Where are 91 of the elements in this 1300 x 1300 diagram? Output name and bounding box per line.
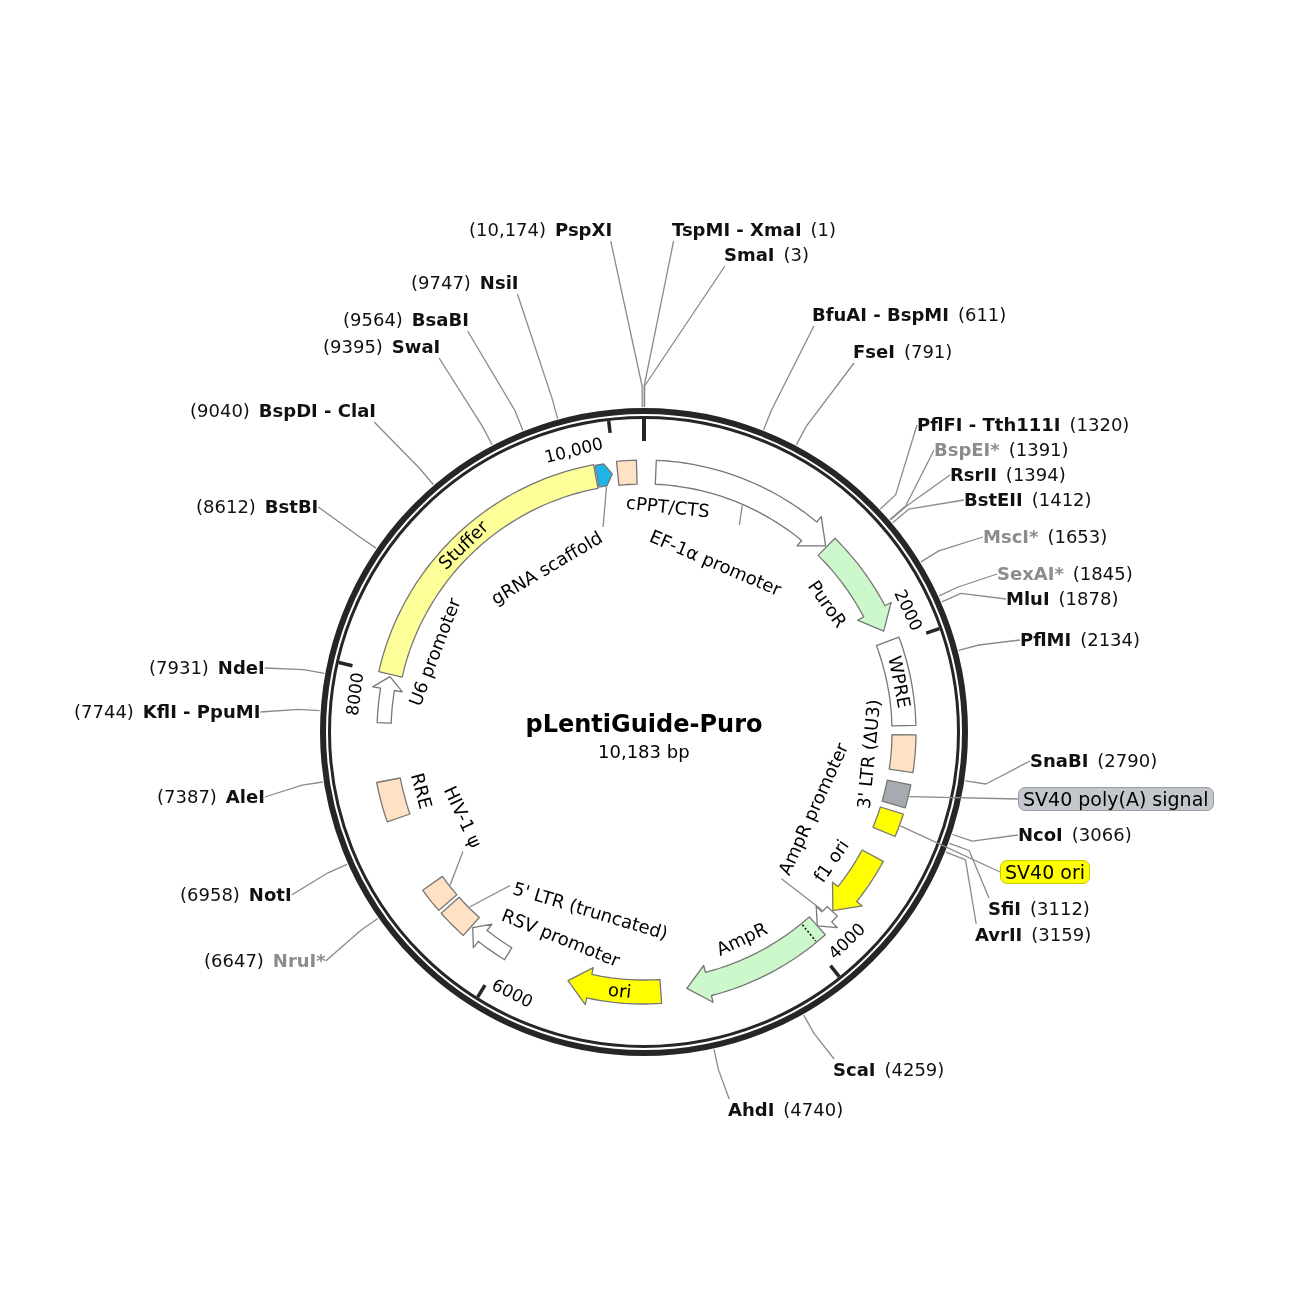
leader-line [466, 330, 524, 432]
restriction-site-label: (10,174) PspXI [469, 219, 613, 241]
restriction-site-label: (7931) NdeI [149, 657, 265, 679]
restriction-site-label: BspEI* (1391) [934, 439, 1069, 461]
feature-block [887, 733, 918, 775]
leader-line [264, 781, 324, 798]
leader-line [892, 499, 965, 524]
leader-line [468, 884, 511, 908]
leader-line [945, 851, 977, 925]
restriction-site-label: TspMI - XmaI (1) [672, 219, 837, 241]
directional-feature [593, 462, 614, 489]
leader-line [290, 863, 348, 896]
restriction-site-label: MscI* (1653) [983, 526, 1108, 548]
restriction-site-label: BfuAI - BspMI (611) [812, 304, 1007, 326]
leader-line [879, 424, 918, 510]
restriction-site-label: (6647) NruI* [204, 950, 326, 972]
feature-block [421, 874, 459, 912]
directional-feature [566, 966, 664, 1007]
leader-line [643, 265, 726, 408]
feature-label: f1 ori [808, 835, 854, 887]
scale-label: 6000 [489, 974, 537, 1012]
feature-label: ori [606, 978, 632, 1003]
leader-line [762, 325, 815, 431]
restriction-site-label: (7744) KflI - PpuMI [74, 701, 261, 723]
restriction-site-label: (6958) NotI [180, 884, 292, 906]
leader-line [957, 639, 1021, 651]
restriction-site-label: SnaBI (2790) [1030, 750, 1158, 772]
leader-line [325, 917, 379, 962]
scale-label: 2000 [890, 586, 927, 634]
restriction-site-label: BstEII (1412) [964, 489, 1092, 511]
leader-line [438, 357, 493, 446]
leader-line [803, 1014, 835, 1060]
restriction-site-label: SmaI (3) [724, 244, 810, 266]
leader-line [889, 474, 951, 521]
leader-line [713, 1048, 730, 1100]
restriction-site-label: NcoI (3066) [1018, 824, 1132, 846]
restriction-site-label: FseI (791) [853, 341, 953, 363]
leader-line [259, 708, 321, 713]
leader-line [795, 362, 855, 446]
leader-line [938, 573, 998, 597]
leader-line [951, 833, 1019, 842]
feature-label: 3' LTR (ΔU3) [852, 697, 886, 810]
feature-label: WPRE [883, 654, 915, 711]
restriction-site-label: RsrII (1394) [950, 464, 1066, 486]
leader-line [908, 796, 1019, 800]
leader-line [738, 504, 743, 526]
feature-label: cPPT/CTS [624, 491, 711, 523]
restriction-site-label: SexAI* (1845) [997, 563, 1133, 585]
restriction-site-label: SfiI (3112) [988, 898, 1090, 920]
restriction-site-label: MluI (1878) [1006, 588, 1119, 610]
feature-block [377, 463, 600, 679]
feature-block [871, 805, 905, 839]
leader-line [516, 293, 559, 420]
leader-line [889, 449, 935, 521]
leader-line [602, 486, 608, 528]
scale-label: 8000 [341, 671, 368, 717]
restriction-site-label: (8612) BstBI [196, 496, 319, 518]
feature-block [375, 776, 412, 824]
leader-line [264, 667, 325, 675]
restriction-site-label: (7387) AleI [157, 786, 265, 808]
directional-feature [685, 915, 827, 1004]
restriction-site-label: (9747) NsiI [411, 272, 519, 294]
leader-line [941, 592, 1007, 603]
feature-block [880, 778, 913, 810]
feature-label: HIV-1 ψ [438, 782, 487, 852]
leader-line [317, 506, 377, 549]
leader-line [449, 850, 464, 886]
restriction-site-label: (9040) BspDI - ClaI [190, 400, 377, 422]
plasmid-length: 10,183 bp [598, 741, 690, 763]
leader-line [610, 240, 643, 408]
plasmid-name: pLentiGuide-Puro [525, 710, 763, 738]
scale-label: 10,000 [542, 432, 606, 467]
feature-block [439, 895, 481, 937]
directional-feature [371, 675, 404, 725]
leader-line [373, 421, 434, 486]
feature-block [615, 458, 639, 487]
leader-line [920, 536, 984, 563]
leader-line [899, 825, 1001, 873]
feature-label: RRE [405, 770, 437, 812]
restriction-site-label: AhdI (4740) [728, 1099, 844, 1121]
leader-line [964, 760, 1031, 785]
restriction-site-label: ScaI (4259) [833, 1059, 945, 1081]
feature-callout: SV40 ori [1000, 860, 1090, 884]
feature-callout: SV40 poly(A) signal [1018, 787, 1214, 811]
restriction-site-label: PflFI - Tth111I (1320) [917, 414, 1130, 436]
restriction-site-label: AvrII (3159) [975, 924, 1092, 946]
restriction-site-label: (9395) SwaI [323, 336, 441, 358]
restriction-site-label: (9564) BsaBI [343, 309, 469, 331]
restriction-site-label: PflMI (2134) [1020, 629, 1140, 651]
leader-line [948, 842, 990, 899]
leader-line [780, 878, 823, 911]
